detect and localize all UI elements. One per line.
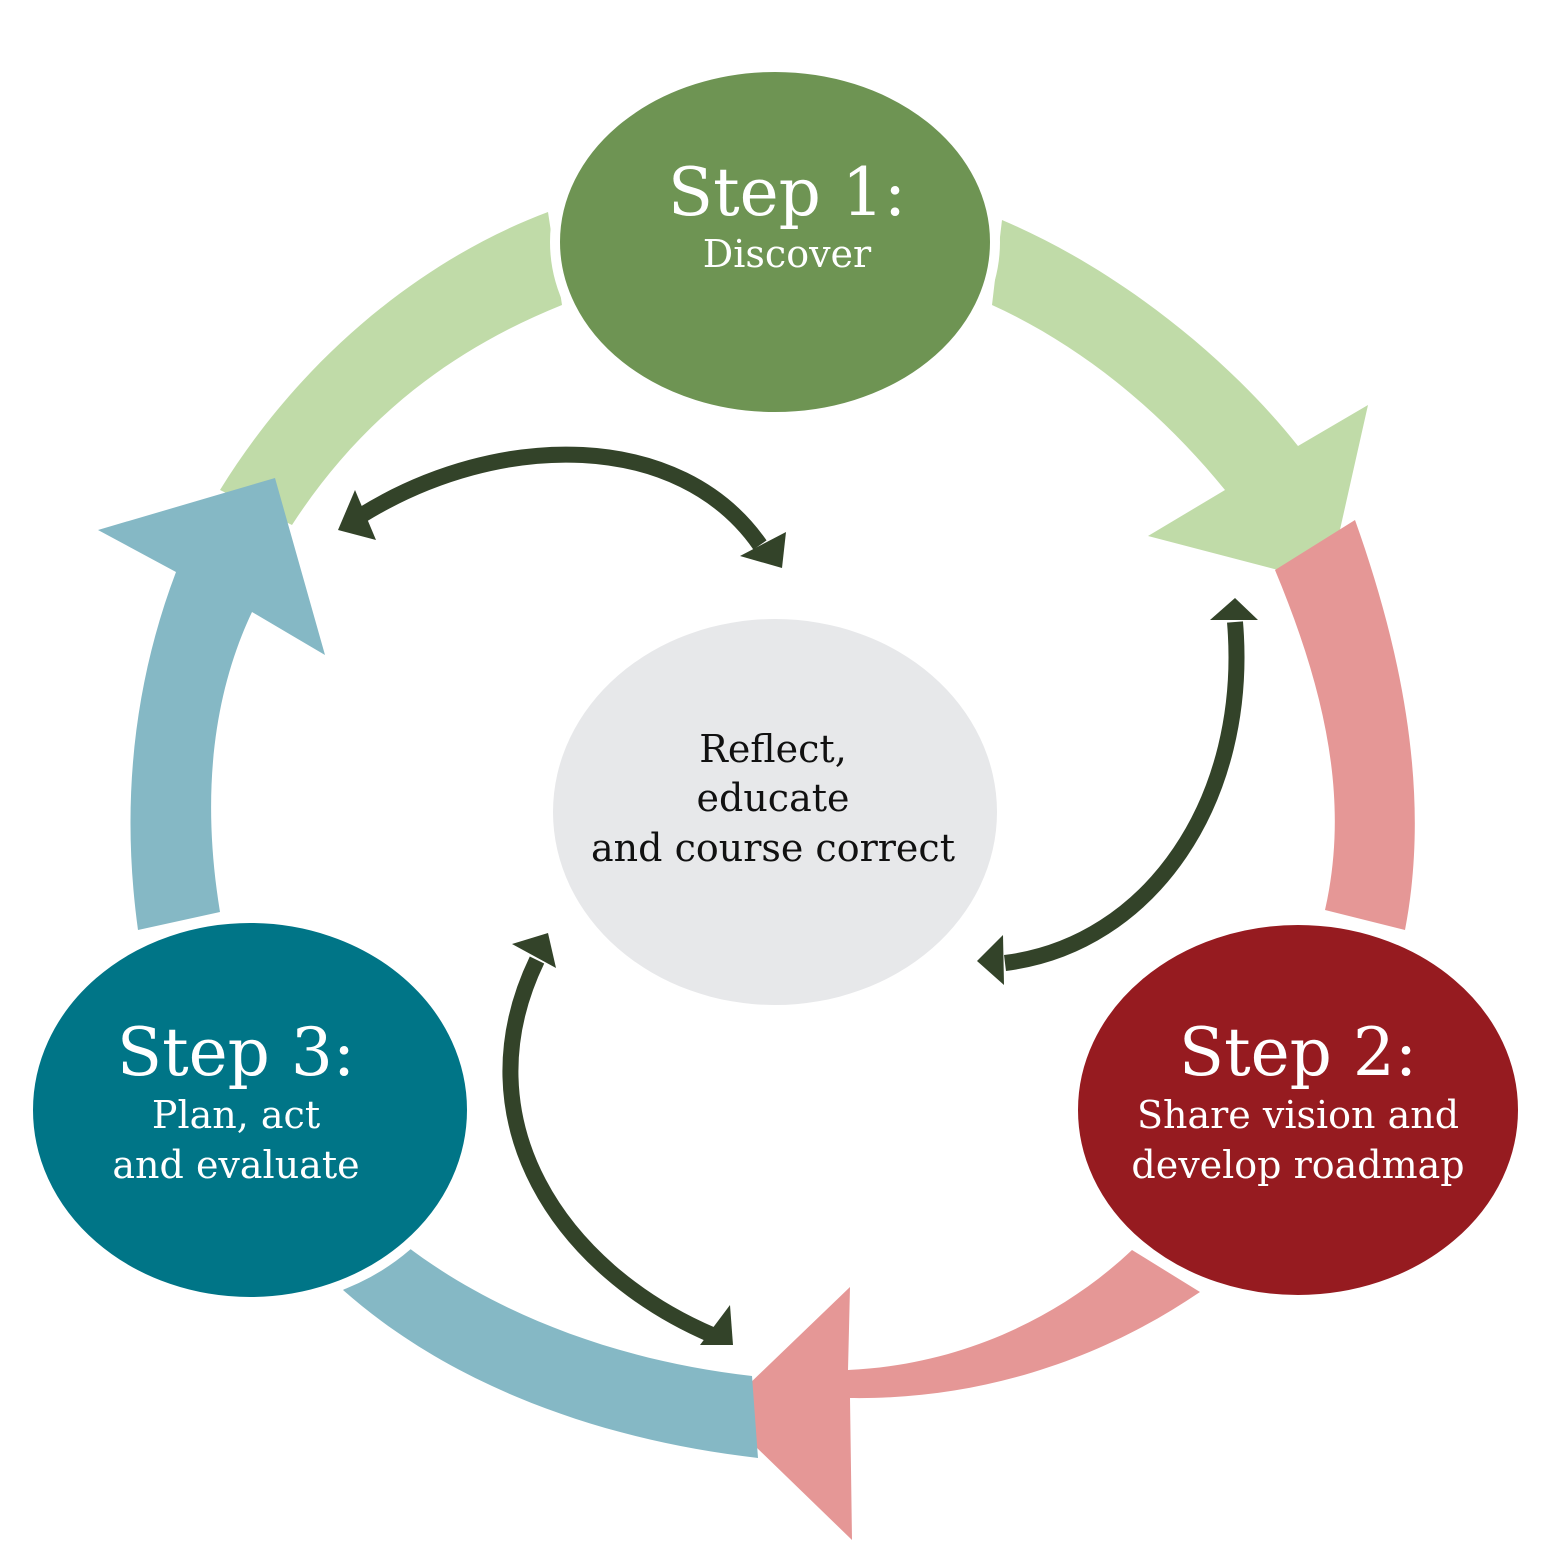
step2-circle <box>1068 915 1528 1305</box>
double-arrow-left-head-top <box>512 933 556 968</box>
step1-circle <box>550 62 1000 422</box>
outer-cycle-arrows <box>98 212 1415 1540</box>
center-line3: and course correct <box>591 826 955 870</box>
center-line1: Reflect, <box>699 727 847 771</box>
step2-subtitle-line2: develop roadmap <box>1131 1143 1464 1187</box>
step1-subtitle: Discover <box>703 232 872 276</box>
double-arrow-right-head-top <box>1210 598 1258 620</box>
double-arrow-right <box>1004 621 1245 971</box>
center-line2: educate <box>697 776 850 820</box>
step3-subtitle-line2: and evaluate <box>112 1143 359 1187</box>
arrow-step2-right-arc <box>1275 520 1415 930</box>
arrow-into-step1 <box>220 212 562 525</box>
double-arrow-top-head-left <box>338 490 376 540</box>
step3-title: Step 3: <box>117 1014 355 1091</box>
step2-title: Step 2: <box>1179 1014 1417 1091</box>
arrow-step3-bottom-arc <box>343 1245 758 1458</box>
step2-subtitle-line1: Share vision and <box>1137 1093 1459 1137</box>
double-arrow-top <box>357 446 767 550</box>
step1-title: Step 1: <box>668 154 906 231</box>
step3-subtitle-line1: Plan, act <box>152 1093 320 1137</box>
double-arrow-left <box>502 956 716 1343</box>
center-circle <box>553 619 997 1005</box>
inner-double-arrows <box>338 446 1258 1345</box>
arrow-step1-to-step2 <box>992 220 1368 583</box>
double-arrow-right-head-bottom <box>977 935 1004 985</box>
step3-circle <box>23 913 477 1307</box>
arrow-step3-to-step1 <box>98 478 325 930</box>
double-arrow-left-head-bottom <box>700 1305 733 1345</box>
double-arrow-top-head-right <box>740 532 786 568</box>
arrow-step2-to-step3 <box>720 1250 1200 1540</box>
